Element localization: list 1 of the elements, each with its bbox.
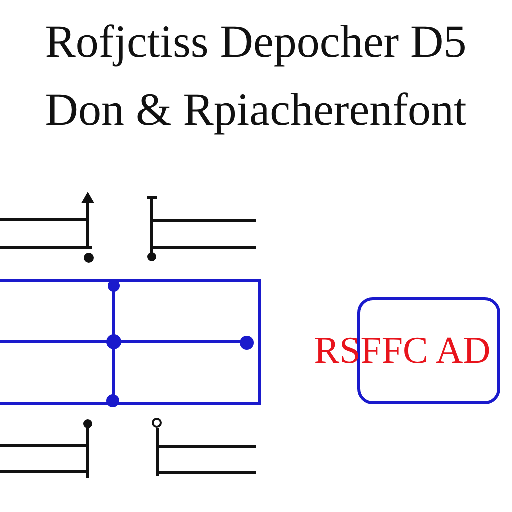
- title: Rofjctiss Depocher D5 Don & Rpiacherenfont: [44, 15, 468, 137]
